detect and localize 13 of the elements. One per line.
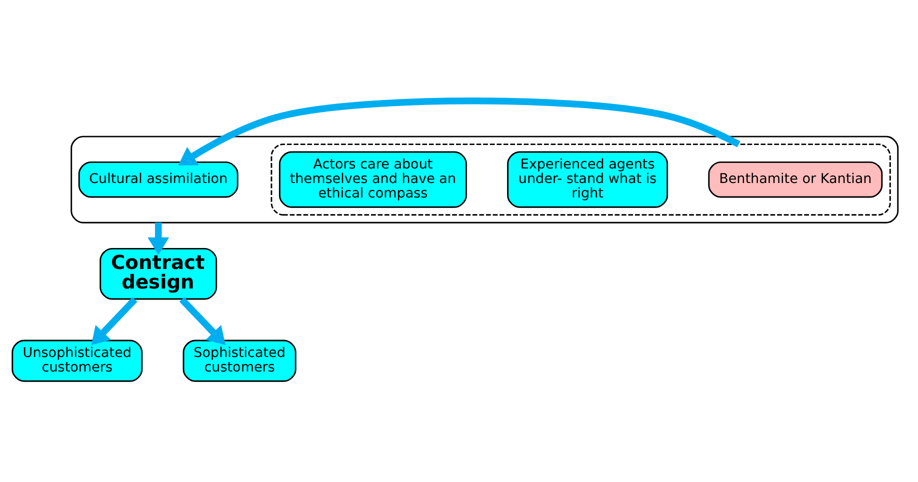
node-box: Contract design [100,248,218,300]
cluster [270,144,891,216]
node-box: Cultural assimilation [78,161,238,198]
node-box: Sophisticated customers [182,340,296,382]
arrow [178,98,740,166]
node-box: Unsophisticated customers [12,340,143,382]
arrow [91,297,138,346]
node-box: Benthamite or Kantian [708,161,883,198]
arrow [179,297,226,346]
node-box: Actors care about themselves and have an ethical compass [278,151,467,208]
arrow [148,222,170,255]
cluster [70,136,899,224]
node-box: Experienced agents under- stand what is right [507,151,668,208]
